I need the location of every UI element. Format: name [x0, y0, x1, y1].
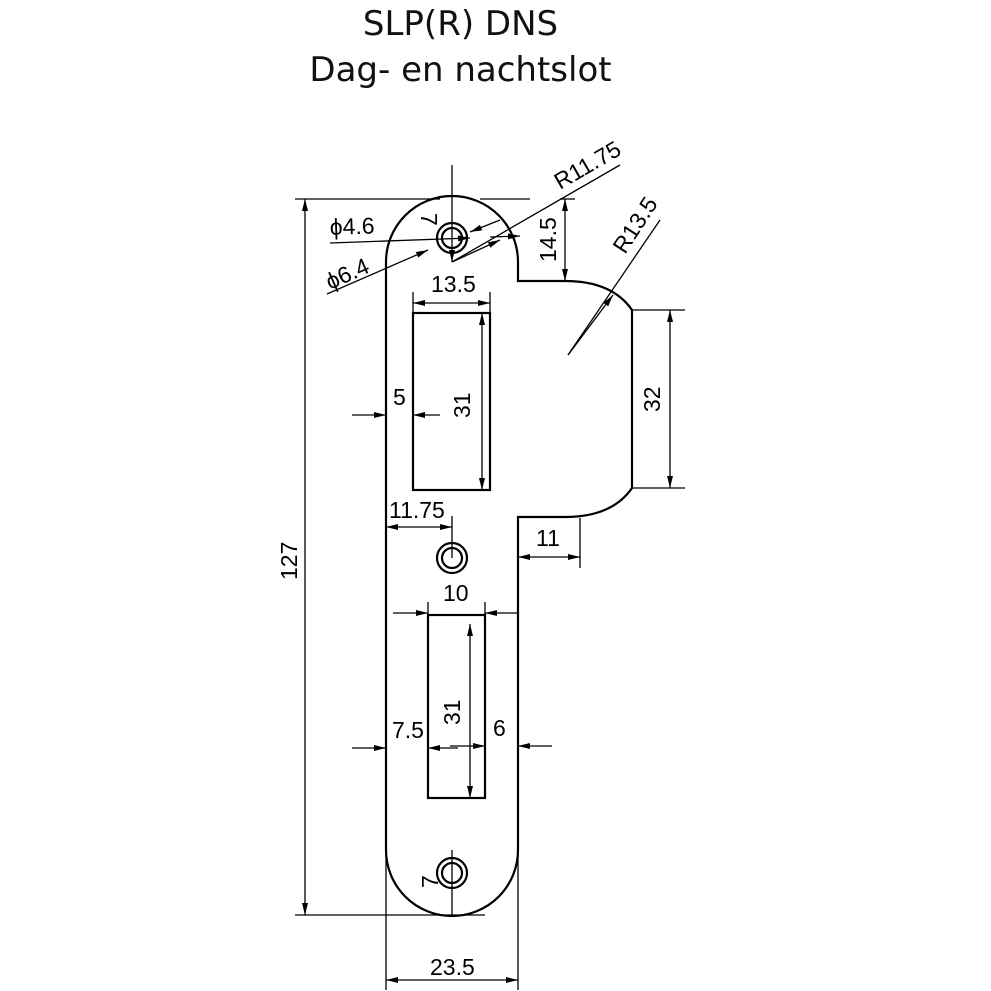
dim-notch-radius: R13.5 [607, 192, 662, 258]
dim-hole-top-offset: 7 [416, 213, 442, 226]
dim-step-width: 11 [536, 525, 560, 551]
drawing-subtitle: Dag- en nachtslot [309, 50, 612, 90]
dim-total-height: 127 [276, 542, 302, 580]
dim-hole-bottom-offset: 7 [417, 875, 443, 888]
drawing-title: SLP(R) DNS [362, 4, 559, 44]
dim-upper-slot-left: 5 [393, 384, 406, 410]
dim-lower-slot-left: 7.5 [392, 717, 424, 743]
dim-lower-slot-right: 6 [493, 715, 506, 741]
dimension-lines [295, 164, 685, 990]
dim-lip-height: 32 [639, 386, 665, 412]
dim-lower-slot-width: 10 [443, 580, 469, 606]
dim-upper-slot-width: 13.5 [431, 271, 476, 297]
lower-slot [426, 613, 487, 800]
upper-slot [411, 311, 492, 492]
dim-top-radius: R11.75 [550, 136, 626, 195]
dim-hole-outer: ϕ6.4 [321, 252, 373, 294]
dim-lower-slot-height: 31 [439, 699, 465, 725]
dim-upper-slot-height: 31 [449, 392, 475, 418]
dim-hole-inner: ϕ4.6 [329, 212, 375, 240]
dim-middle-hole-offset: 11.75 [389, 497, 445, 523]
dim-width: 23.5 [430, 954, 475, 980]
strike-plate-outline [384, 194, 634, 918]
dim-notch-top: 14.5 [535, 217, 561, 262]
